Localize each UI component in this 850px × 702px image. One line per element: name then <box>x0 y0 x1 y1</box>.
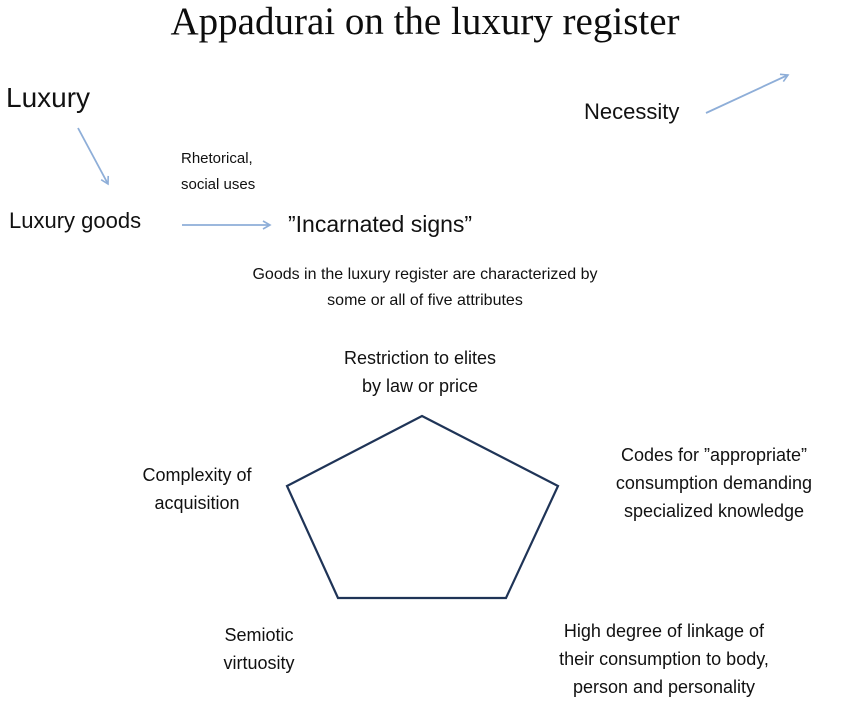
subtitle-line: some or all of five attributes <box>327 292 523 309</box>
arrow-luxury-to-goods <box>77 127 110 186</box>
attribute-line: virtuosity <box>223 653 295 673</box>
attribute-line: acquisition <box>154 493 240 513</box>
uses-label-line: Rhetorical, <box>181 150 253 167</box>
term-luxury-goods: Luxury goods <box>9 208 142 233</box>
attribute-line: Complexity of <box>142 465 252 485</box>
attribute-line: by law or price <box>361 376 479 396</box>
attribute-top: Restriction to elites by law or price <box>260 344 580 400</box>
attribute-right: Codes for ”appropriate” consumption dema… <box>580 441 848 525</box>
arrow-necessity <box>705 73 790 114</box>
attribute-line: Codes for ”appropriate” <box>620 445 808 465</box>
attribute-line: Restriction to elites <box>343 348 497 368</box>
uses-label-line: social uses <box>181 176 256 193</box>
subtitle-line: Goods in the luxury register are charact… <box>252 266 598 283</box>
uses-label: Rhetorical, social uses <box>181 146 255 198</box>
attribute-bottom-left: Semiotic virtuosity <box>194 621 324 677</box>
term-incarnated-signs: ”Incarnated signs” <box>288 211 473 237</box>
term-necessity: Necessity <box>584 99 680 124</box>
attribute-line: person and personality <box>572 677 756 697</box>
attribute-line: their consumption to body, <box>559 649 769 669</box>
subtitle: Goods in the luxury register are charact… <box>0 262 850 314</box>
attribute-line: specialized knowledge <box>623 501 805 521</box>
attribute-bottom-right: High degree of linkage of their consumpt… <box>494 617 834 701</box>
attributes-pentagon <box>285 414 560 600</box>
term-luxury: Luxury <box>6 82 91 113</box>
attribute-line: consumption demanding <box>615 473 813 493</box>
attribute-left: Complexity of acquisition <box>122 461 272 517</box>
attribute-line: Semiotic <box>224 625 294 645</box>
page-title: Appadurai on the luxury register <box>170 0 680 43</box>
attribute-line: High degree of linkage of <box>563 621 765 641</box>
